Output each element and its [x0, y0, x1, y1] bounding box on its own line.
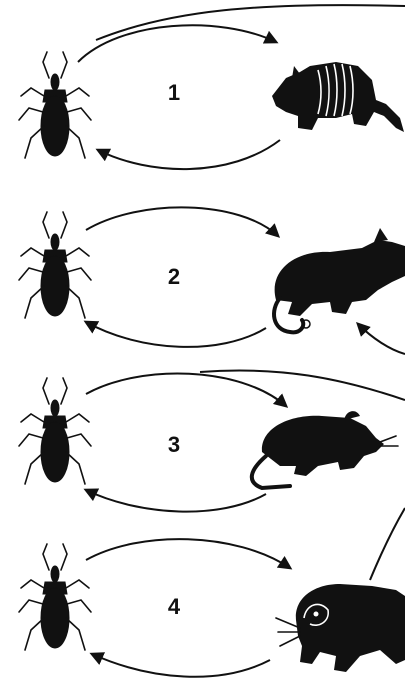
cycle-number-4: 4	[168, 594, 181, 619]
triatomine-bug-icon	[19, 212, 91, 318]
cycle-3: 3	[19, 370, 405, 511]
armadillo-icon	[272, 62, 404, 132]
cycle-1: 1	[19, 25, 404, 169]
arrow-bug-to-host-3	[86, 373, 286, 406]
opossum-icon	[274, 228, 405, 332]
cycle-number-3: 3	[168, 432, 180, 457]
arrow-incoming-2	[358, 324, 405, 354]
tree-squirrel-icon	[276, 584, 405, 672]
arrow-bug-to-host-4	[86, 539, 290, 568]
arrow-host-to-bug-1	[98, 140, 280, 169]
triatomine-bug-icon	[19, 378, 91, 484]
triatomine-bug-icon	[19, 52, 91, 158]
cycle-4: 4	[19, 508, 405, 677]
arrow-bug-to-host-1	[78, 25, 276, 62]
cycle-2: 2	[19, 207, 405, 354]
triatomine-bug-icon	[19, 544, 91, 650]
cross-link-4	[370, 508, 405, 580]
cycle-number-1: 1	[168, 80, 180, 105]
cycle-number-2: 2	[168, 264, 180, 289]
cross-link-3	[200, 370, 405, 400]
arrow-host-to-bug-3	[86, 490, 266, 512]
arrow-host-to-bug-4	[92, 654, 270, 677]
cross-link-top	[96, 5, 405, 40]
arrow-bug-to-host-2	[86, 207, 278, 236]
rat-icon	[252, 411, 398, 488]
arrow-host-to-bug-2	[86, 322, 266, 347]
